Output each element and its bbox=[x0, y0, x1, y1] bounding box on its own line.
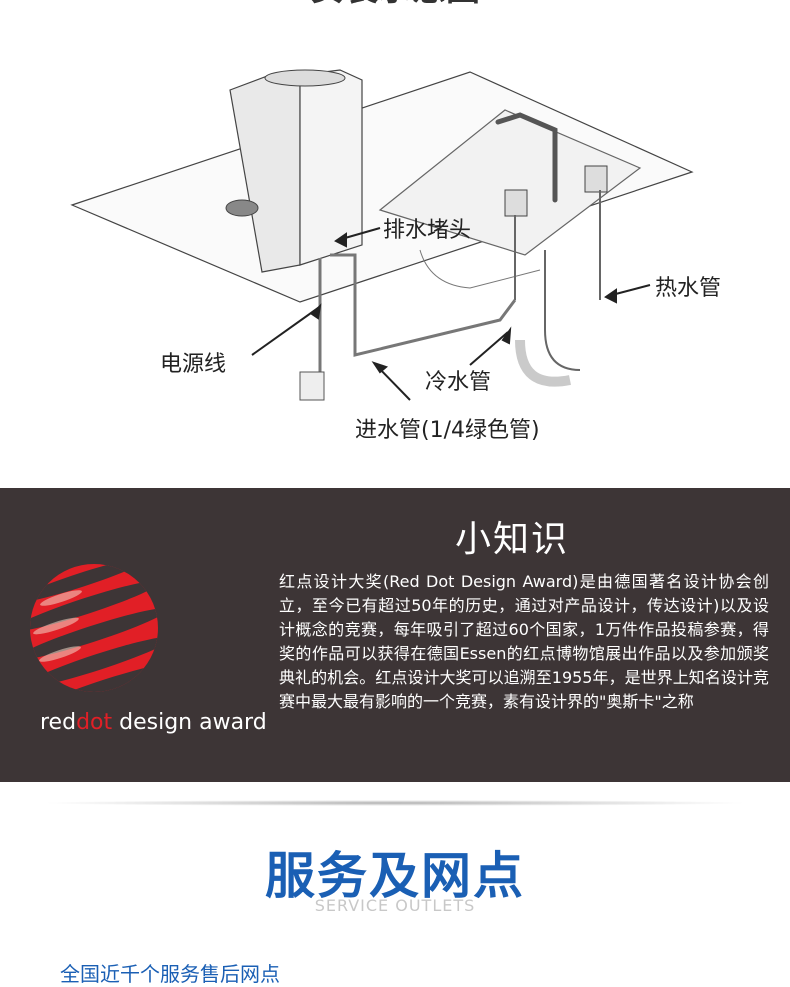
cold-valve bbox=[504, 189, 528, 217]
label-power-cord: 电源线 bbox=[160, 352, 227, 377]
inlet-tube bbox=[330, 253, 517, 357]
label-inlet-pipe: 进水管(1/4绿色管) bbox=[355, 418, 540, 443]
label-hot-pipe: 热水管 bbox=[655, 276, 722, 301]
power-socket bbox=[299, 371, 325, 401]
water-dispenser-unit bbox=[225, 69, 363, 273]
trivia-title: 小知识 bbox=[455, 519, 570, 560]
hot-valve bbox=[584, 165, 608, 193]
faucet bbox=[495, 112, 558, 203]
trivia-section: reddot design award 小知识 红点设计大奖(Red Dot D… bbox=[0, 488, 790, 782]
sink-basin bbox=[378, 109, 642, 256]
trivia-body-text: 红点设计大奖(Red Dot Design Award)是由德国著名设计协会创立… bbox=[279, 572, 769, 711]
service-title: 服务及网点 bbox=[265, 847, 525, 905]
service-outlets-line: 全国近千个服务售后网点 bbox=[60, 962, 280, 986]
label-drain-plug: 排水堵头 bbox=[383, 218, 472, 243]
label-cold-pipe: 冷水管 bbox=[425, 370, 492, 395]
sink-installation-illustration: 安装示意图 bbox=[70, 0, 694, 401]
diagram-title: 安装示意图 bbox=[310, 0, 480, 9]
section-divider-shadow bbox=[40, 800, 750, 806]
red-dot-wordmark: reddot design award bbox=[40, 710, 267, 735]
red-dot-globe-logo bbox=[30, 564, 158, 692]
installation-diagram: 安装示意图 排水堵头 热水管 bbox=[0, 0, 790, 488]
service-subtitle: SERVICE OUTLETS bbox=[314, 896, 476, 915]
